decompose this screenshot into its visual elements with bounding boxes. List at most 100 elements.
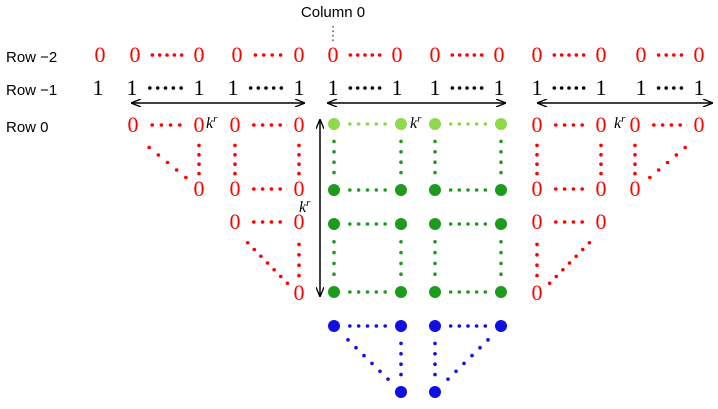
connector-dot — [272, 267, 276, 272]
zero-entry: 0 — [596, 176, 607, 201]
kr-label-left: kr — [206, 113, 218, 132]
node-markers — [328, 118, 507, 398]
connector-dot — [574, 86, 579, 90]
connector-dot — [233, 171, 237, 176]
connector-dot — [278, 220, 283, 224]
connector-dot — [399, 261, 403, 266]
zero-entry: 0 — [532, 209, 543, 234]
connector-dot — [571, 220, 576, 224]
connector-dot — [567, 86, 571, 90]
connector-dot — [399, 341, 403, 346]
connector-dot — [365, 222, 370, 226]
connector-dot — [197, 162, 201, 166]
connector-dot — [377, 86, 382, 90]
connector-dot — [499, 150, 503, 154]
zero-entry: 0 — [694, 42, 705, 67]
connector-dot — [374, 222, 379, 226]
connector-dot — [252, 187, 256, 191]
connector-dot — [652, 123, 656, 127]
one-entry: 1 — [392, 75, 403, 100]
connector-dot — [554, 220, 558, 224]
connector-dot — [633, 143, 637, 148]
blue-node — [395, 320, 407, 332]
connector-dot — [278, 53, 283, 57]
connector-dot — [332, 160, 336, 164]
connector-dot — [450, 53, 455, 57]
connector-dot — [269, 123, 274, 127]
connector-dot — [383, 122, 387, 126]
connector-dot — [457, 188, 462, 192]
connector-dot — [580, 220, 584, 224]
connector-dot — [399, 372, 403, 377]
connector-dot — [332, 250, 336, 255]
connector-dot — [168, 123, 173, 127]
connector-dot — [656, 86, 661, 90]
connector-dot — [499, 272, 503, 277]
connector-dot — [332, 240, 336, 244]
connector-dot — [599, 171, 603, 176]
connector-dot — [252, 220, 256, 224]
connector-dot — [233, 143, 237, 148]
connector-dot — [378, 369, 382, 374]
connector-dot — [648, 175, 652, 180]
grid-node — [429, 286, 441, 298]
connector-dot — [374, 324, 379, 328]
connector-dot — [499, 261, 503, 266]
one-entry: 1 — [127, 75, 138, 100]
kr-label-right: kr — [614, 113, 626, 132]
connector-dot — [465, 53, 469, 57]
connector-dot — [683, 145, 687, 150]
connector-dot — [348, 53, 353, 57]
connector-dot — [348, 122, 352, 126]
connector-dot — [462, 361, 466, 366]
connector-dot — [574, 53, 579, 57]
connector-dot — [383, 290, 387, 294]
connector-dot — [470, 353, 474, 358]
zero-entry: 0 — [130, 42, 141, 67]
connector-dot — [562, 220, 567, 224]
connector-dot — [165, 160, 170, 165]
connector-dot — [474, 122, 479, 126]
connector-dot — [148, 86, 152, 90]
connector-dot — [297, 263, 301, 268]
connector-dot — [383, 188, 387, 192]
connector-dot — [252, 247, 257, 252]
grid-node — [395, 184, 407, 196]
connector-dot — [599, 143, 603, 148]
connector-dot — [448, 222, 453, 226]
one-entry: 1 — [194, 75, 205, 100]
connector-dot — [332, 272, 336, 277]
connector-dot — [561, 267, 565, 272]
connector-dot — [433, 250, 437, 255]
connector-dot — [157, 53, 162, 57]
connector-dot — [252, 123, 256, 127]
connector-dot — [156, 153, 161, 157]
connector-dot — [399, 250, 403, 255]
connector-dot — [587, 240, 592, 245]
connector-dot — [377, 53, 382, 57]
row-0-label: Row 0 — [6, 119, 49, 136]
connector-dot — [172, 53, 177, 57]
connector-dot — [465, 86, 469, 90]
one-entry: 1 — [494, 75, 505, 100]
connector-dot — [374, 188, 379, 192]
connector-dot — [264, 86, 268, 90]
connector-dot — [297, 162, 301, 166]
zero-entry: 0 — [194, 176, 205, 201]
connector-dot — [656, 53, 661, 57]
connector-dot — [674, 153, 679, 157]
zero-entry: 0 — [392, 42, 403, 67]
connector-dot — [450, 86, 455, 90]
zero-entry: 0 — [128, 112, 139, 137]
one-entry: 1 — [636, 75, 647, 100]
zero-entry: 0 — [294, 42, 305, 67]
connector-dot — [466, 290, 470, 294]
connector-dot — [383, 324, 387, 328]
connector-dot — [265, 261, 270, 265]
connector-dot — [599, 153, 603, 157]
connector-dot — [474, 324, 479, 328]
connector-dot — [355, 53, 360, 57]
connector-dot — [355, 86, 360, 90]
zero-entry: 0 — [294, 112, 305, 137]
connector-dot — [370, 86, 375, 90]
